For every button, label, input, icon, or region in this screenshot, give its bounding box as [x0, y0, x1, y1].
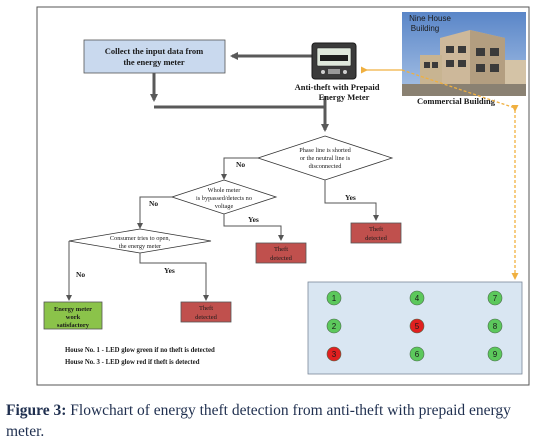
decision-phase-line1: Phase line is shorted: [299, 147, 351, 154]
theft-detected-box-phase: Theft detected: [350, 222, 402, 244]
led-number-4: 4: [415, 294, 420, 303]
decision-phase-line: Phase line is shorted or the neutral lin…: [256, 135, 394, 181]
meter-label-line2: Energy Meter: [319, 92, 370, 102]
theft-bypass-line1: Theft: [274, 246, 288, 253]
figure-caption-text: Flowchart of energy theft detection from…: [6, 402, 511, 440]
meter-label-line1: Anti-theft with Prepaid: [295, 82, 380, 92]
open-yes-branch: [139, 253, 209, 301]
figure-label: Figure 3:: [6, 402, 67, 419]
led-indicator-5: [409, 318, 425, 334]
bypass-yes-label: Yes: [248, 215, 259, 224]
satisfactory-line1: Energy meter: [54, 306, 92, 313]
theft-phase-line1: Theft: [369, 226, 383, 233]
phase-no-label: No: [236, 160, 245, 169]
decision-open-line1: Consumer tries to open,: [110, 235, 171, 242]
bypass-no-label: No: [149, 199, 158, 208]
led-number-1: 1: [332, 294, 337, 303]
decision-bypass-line1: Whole meter: [208, 187, 242, 194]
decision-bypass-line2: is bypassed/detects no: [196, 195, 252, 202]
theft-open-line1: Theft: [199, 305, 213, 312]
led-grid: 1 4 7 2 5 8 3 6 9: [326, 290, 503, 362]
led-indicator-6: [409, 346, 425, 362]
led-number-3: 3: [332, 350, 337, 359]
decision-bypass: Whole meter is bypassed/detects no volta…: [170, 179, 278, 215]
satisfactory-line3: satisfactory: [57, 322, 90, 329]
meter-satisfactory-box: Energy meter work satisfactory: [43, 301, 103, 330]
satisfactory-line2: work: [66, 314, 81, 321]
decision-phase-line2: or the neutral line is: [300, 155, 351, 162]
led-number-9: 9: [493, 350, 498, 359]
theft-phase-line2: detected: [365, 235, 387, 242]
theft-bypass-line2: detected: [270, 255, 292, 262]
led-number-2: 2: [332, 322, 337, 331]
theft-detected-box-open: Theft detected: [180, 301, 232, 323]
collect-input-line1: Collect the input data from: [105, 46, 204, 56]
phase-no-branch: [221, 157, 258, 180]
open-no-label: No: [76, 270, 85, 279]
bypass-yes-branch: [223, 214, 284, 241]
note-house-3: House No. 3 - LED glow red if theft is d…: [65, 359, 200, 366]
led-indicator-9: [487, 346, 503, 362]
led-number-6: 6: [415, 350, 420, 359]
led-number-5: 5: [415, 322, 420, 331]
commercial-building-photo: Nine House Building: [402, 12, 526, 106]
bypass-no-branch: [137, 196, 172, 229]
decision-open-line2: the energy meter: [119, 243, 162, 250]
open-yes-label: Yes: [164, 266, 175, 275]
led-indicator-7: [487, 290, 503, 306]
energy-meter-icon: [311, 42, 357, 80]
led-indicator-4: [409, 290, 425, 306]
led-indicator-3: [326, 346, 342, 362]
led-indicator-2: [326, 318, 342, 334]
building-sign-line2: Building: [411, 24, 439, 33]
led-number-8: 8: [493, 322, 498, 331]
theft-detected-box-bypass: Theft detected: [255, 242, 307, 264]
led-number-7: 7: [493, 294, 498, 303]
decision-open-meter: Consumer tries to open, the energy meter: [68, 228, 212, 254]
building-label: Commercial Building: [417, 96, 496, 106]
note-house-1: House No. 1 - LED glow green if no theft…: [65, 347, 215, 354]
theft-open-line2: detected: [195, 314, 217, 321]
led-indicator-1: [326, 290, 342, 306]
decision-phase-line3: disconnected: [309, 163, 343, 170]
collect-input-line2: the energy meter: [123, 57, 185, 67]
led-indicator-8: [487, 318, 503, 334]
building-sign-line1: Nine House: [409, 14, 451, 23]
figure-caption: Figure 3: Flowchart of energy theft dete…: [6, 400, 551, 442]
phase-yes-label: Yes: [345, 193, 356, 202]
phase-yes-branch: [324, 180, 379, 221]
decision-bypass-line3: voltage: [215, 203, 234, 210]
collect-input-box: Collect the input data from the energy m…: [83, 39, 226, 74]
